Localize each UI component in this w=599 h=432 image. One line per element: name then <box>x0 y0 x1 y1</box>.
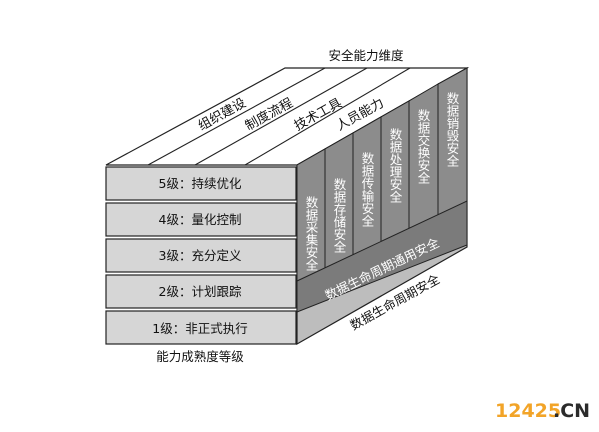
general-security-band <box>296 200 468 313</box>
level-box-5 <box>105 166 297 201</box>
stage-label-transmit: 数据传输安全 <box>360 151 375 227</box>
lifecycle-side-face: 数据采集安全 数据存储安全 数据传输安全 数据处理安全 数据交换安全 数据销毁安… <box>296 66 468 346</box>
watermark: 12425 .CN <box>495 400 590 422</box>
maturity-levels: 5级：持续优化 4级：量化控制 3级：充分定义 2级：计划跟踪 1级：非正式执行 <box>105 166 297 345</box>
top-divider-line <box>244 67 411 166</box>
stage-label-store: 数据存储安全 <box>332 177 347 253</box>
stage-label-destroy: 数据销毁安全 <box>445 91 460 167</box>
level-label-4: 4级：量化控制 <box>159 212 242 227</box>
maturity-axis-title: 能力成熟度等级 <box>156 349 244 364</box>
top-axis-title: 安全能力维度 <box>328 48 404 63</box>
stage-label-process: 数据处理安全 <box>388 127 403 203</box>
top-divider-line <box>194 67 368 166</box>
level-box-2 <box>105 274 297 309</box>
stage-label-collect: 数据采集安全 <box>304 195 319 271</box>
level-label-2: 2级：计划跟踪 <box>159 284 242 299</box>
watermark-number: 12425 <box>495 400 561 422</box>
level-label-5: 5级：持续优化 <box>159 176 242 191</box>
level-box-4 <box>105 202 297 237</box>
level-label-1: 1级：非正式执行 <box>152 321 247 336</box>
level-box-3 <box>105 238 297 273</box>
stage-label-exchange: 数据交换安全 <box>416 108 431 184</box>
top-divider-line <box>147 67 326 166</box>
watermark-suffix: .CN <box>553 400 590 422</box>
level-box-1 <box>105 310 297 345</box>
level-label-3: 3级：充分定义 <box>159 248 242 263</box>
